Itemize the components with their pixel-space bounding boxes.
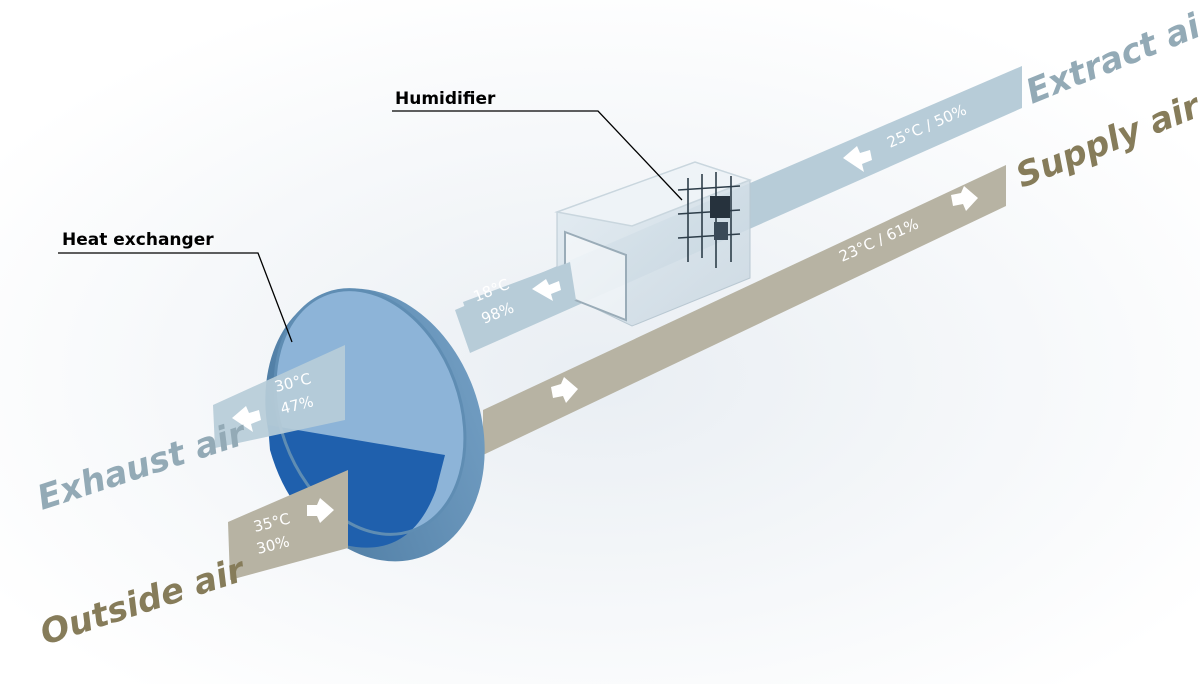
arrow-icon bbox=[843, 146, 872, 172]
supply-air-band bbox=[483, 165, 1006, 455]
arrow-icon bbox=[307, 498, 334, 523]
outside-air-band bbox=[228, 470, 348, 580]
heat-exchanger-leader-line bbox=[58, 252, 293, 343]
arrow-icon bbox=[951, 186, 978, 211]
humidifier-label: Humidifier bbox=[395, 89, 496, 109]
arrow-icon bbox=[232, 406, 261, 432]
arrow-icon bbox=[551, 377, 578, 403]
humidified-air-band bbox=[463, 262, 576, 338]
humidifier-leader-line bbox=[392, 110, 683, 201]
arrow-icon bbox=[532, 279, 561, 301]
humidifier-unit bbox=[554, 161, 753, 327]
heat-exchanger-label: Heat exchanger bbox=[62, 230, 214, 250]
